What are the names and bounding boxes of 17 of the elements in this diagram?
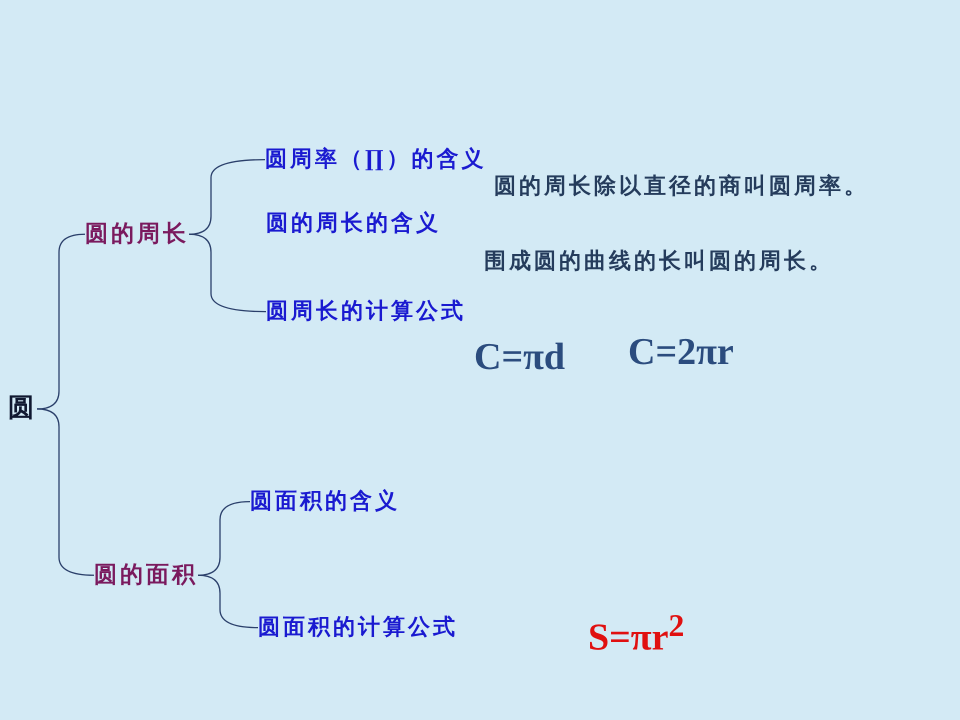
definition-text: 圆的周长除以直径的商叫圆周率。: [494, 174, 869, 200]
subtopic: 圆周率（∏）的含义: [265, 147, 487, 172]
branch-topic: 圆的周长: [85, 221, 189, 248]
branch-topic: 圆的面积: [94, 562, 198, 588]
subtopic: 圆的周长的含义: [266, 211, 441, 236]
formula-text: C=πd: [474, 336, 566, 380]
formula-text: S=πr$^{2}$: [588, 608, 684, 660]
definition-text: 围成圆的曲线的长叫圆的周长。: [484, 249, 834, 274]
subtopic: 圆面积的计算公式: [258, 615, 458, 640]
subtopic: 圆周长的计算公式: [266, 299, 466, 324]
subtopic: 圆面积的含义: [250, 489, 400, 514]
root-topic: 圆: [8, 394, 37, 424]
formula-text: C=2πr: [628, 331, 734, 375]
brace-line: [36, 234, 86, 410]
brace-line: [198, 574, 258, 628]
brace-line: [188, 234, 266, 312]
brace-line: [36, 408, 94, 576]
